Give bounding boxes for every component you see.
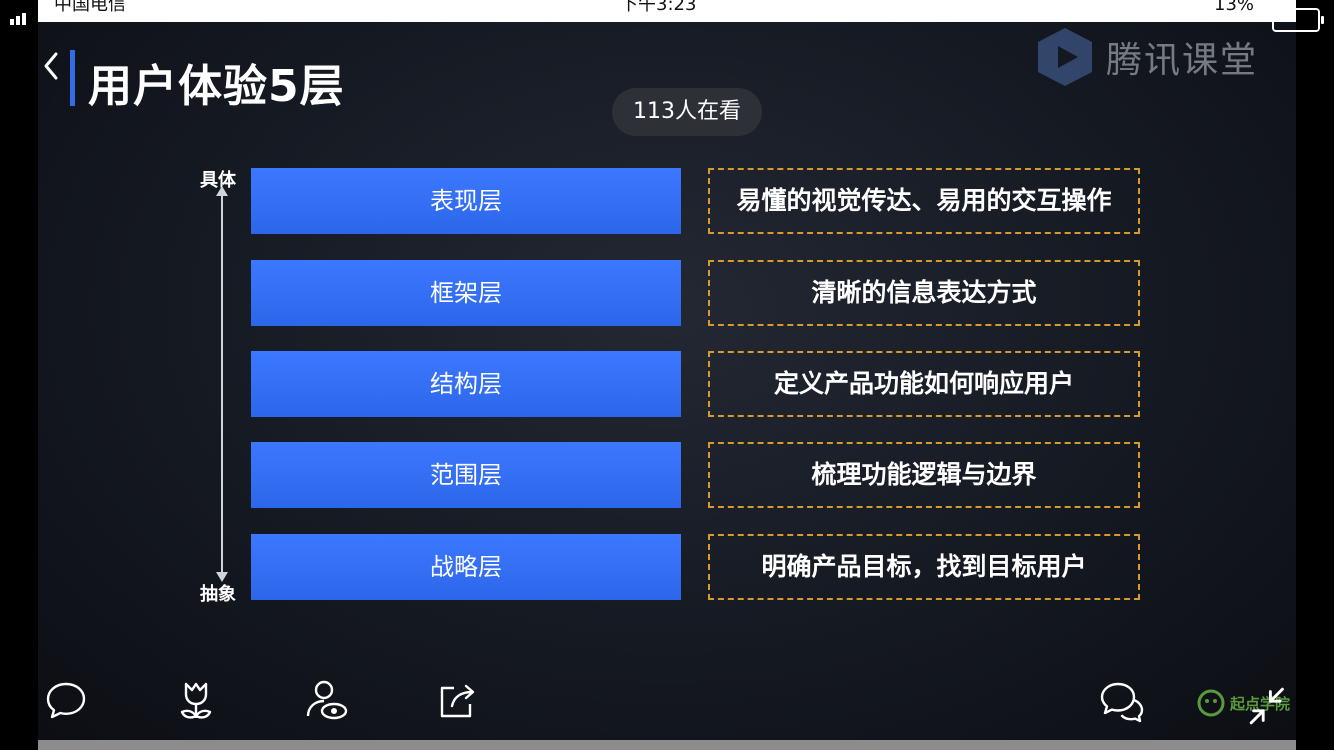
layer-box-scope: 范围层	[251, 442, 681, 508]
bottom-strip	[38, 740, 1296, 750]
layer-desc-strategy: 明确产品目标，找到目标用户	[708, 534, 1140, 600]
status-bar: 中国电信 下午3:23 13%	[38, 0, 1296, 22]
clock-text: 下午3:23	[620, 0, 697, 15]
layer-desc-skeleton: 清晰的信息表达方式	[708, 260, 1140, 326]
comments-icon[interactable]	[1098, 676, 1146, 724]
layer-desc-scope: 梳理功能逻辑与边界	[708, 442, 1140, 508]
layer-desc-surface: 易懂的视觉传达、易用的交互操作	[708, 168, 1140, 234]
layer-desc-structure: 定义产品功能如何响应用户	[708, 351, 1140, 417]
axis-arrow-down	[216, 572, 228, 582]
layer-box-structure: 结构层	[251, 351, 681, 417]
battery-icon	[1272, 8, 1324, 32]
signal-icon	[10, 6, 28, 25]
page-title: 用户体验5层	[88, 61, 345, 112]
tencent-classroom-logo: 腾讯课堂	[1032, 24, 1258, 90]
back-icon[interactable]	[40, 50, 64, 82]
user-view-icon[interactable]	[302, 676, 350, 724]
logo-text: 腾讯课堂	[1106, 40, 1259, 81]
qidian-logo-icon	[1197, 689, 1225, 717]
flower-icon[interactable]	[172, 676, 220, 724]
brand-badge: 起点学院	[1196, 688, 1290, 718]
collapse-icon[interactable]	[1244, 682, 1284, 725]
brand-text: 起点学院	[1230, 694, 1291, 713]
layer-box-surface: 表现层	[251, 168, 681, 234]
layer-box-skeleton: 框架层	[251, 260, 681, 326]
battery-percent: 13%	[1214, 0, 1255, 15]
axis-line	[221, 194, 223, 576]
axis-bottom-label: 抽象	[200, 584, 236, 605]
axis-arrow-up	[216, 186, 228, 196]
viewer-count-badge: 113人在看	[612, 88, 762, 136]
play-logo-icon	[1038, 28, 1092, 86]
layer-box-strategy: 战略层	[251, 534, 681, 600]
carrier-text: 中国电信	[54, 0, 126, 15]
axis-top-label: 具体	[200, 170, 236, 191]
title-accent-bar	[70, 50, 75, 106]
share-icon[interactable]	[434, 676, 482, 724]
chat-bubble-icon[interactable]	[42, 676, 90, 724]
